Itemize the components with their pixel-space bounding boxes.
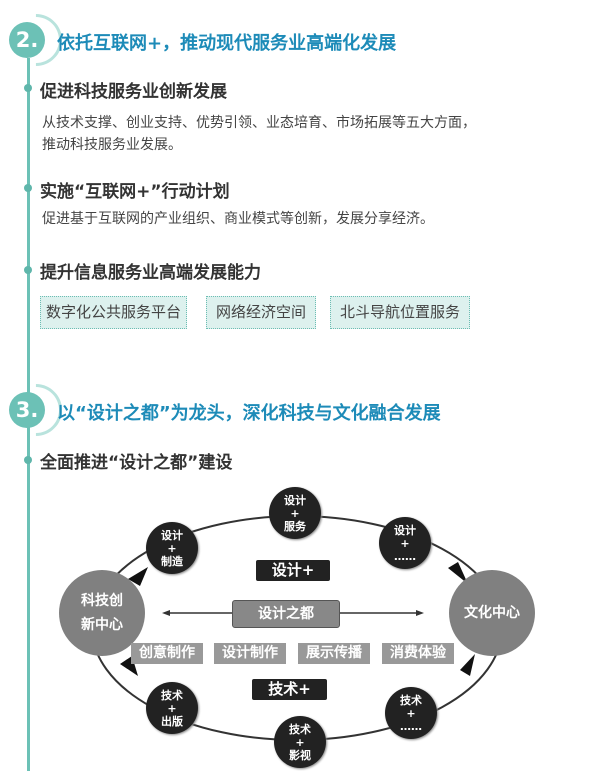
arrowhead [162,610,170,616]
node-label: + [400,536,410,550]
tag: 北斗导航位置服务 [330,296,470,329]
node-label: + [167,701,177,715]
node-design-more: 设计+…… [379,517,431,569]
item-heading: 全面推进“设计之都”建设 [40,453,233,473]
category-box: 设计制作 [214,643,286,664]
bullet-dot [24,84,32,92]
node-label: 服务 [284,519,306,533]
node-label: 技术 [400,693,422,707]
item-heading: 实施“互联网+”行动计划 [40,182,230,202]
node-tech-film: 技术+影视 [274,716,326,768]
node-label: + [406,706,416,720]
node-design-manufacturing: 设计+制造 [146,522,198,574]
node-label: + [295,735,305,749]
node-label: 设计 [161,528,183,542]
node-label: …… [394,549,416,563]
tag: 网络经济空间 [206,296,316,329]
node-label: 制造 [161,554,183,568]
node-label: 技术 [289,722,311,736]
section-title: 以“设计之都”为龙头，深化科技与文化融合发展 [57,403,441,424]
arrowhead [128,567,148,586]
node-label: …… [400,719,422,733]
category-box: 展示传播 [298,643,370,664]
node-label: 设计 [284,493,306,507]
node-tech-innovation-center: 科技创新中心 [59,570,145,656]
design-plus-label: 设计+ [256,560,330,581]
arrowhead [460,654,475,676]
arrowhead [448,562,468,584]
bullet-dot [24,184,32,192]
node-label: + [167,541,177,555]
node-label: 新中心 [81,617,123,633]
item-body: 推动科技服务业发展。 [42,137,182,153]
bullet-dot [24,266,32,274]
item-heading: 提升信息服务业高端发展能力 [40,263,261,283]
section-title: 依托互联网+，推动现代服务业高端化发展 [57,33,397,54]
item-body: 促进基于互联网的产业组织、商业模式等创新，发展分享经济。 [42,211,434,227]
node-label: + [290,506,300,520]
design-capital-label: 设计之都 [232,600,340,628]
category-box: 创意制作 [131,643,203,664]
node-label: 科技创 [81,593,123,609]
node-culture-center: 文化中心 [449,570,535,656]
bullet-dot [24,456,32,464]
arrowhead [416,610,424,616]
section-number-badge: 2. [9,22,45,58]
item-body: 从技术支撑、创业支持、优势引领、业态培育、市场拓展等五大方面， [42,115,476,131]
tech-plus-label: 技术+ [252,679,327,700]
category-box: 消费体验 [382,643,454,664]
tag: 数字化公共服务平台 [40,296,187,329]
item-heading: 促进科技服务业创新发展 [40,82,227,102]
node-label: 技术 [161,688,183,702]
node-label: 设计 [394,523,416,537]
node-tech-publishing: 技术+出版 [146,682,198,734]
section-number-badge: 3. [9,392,45,428]
node-tech-more: 技术+…… [385,687,437,739]
node-label: 影视 [289,748,311,762]
node-design-service: 设计+服务 [269,487,321,539]
node-label: 出版 [161,714,183,728]
